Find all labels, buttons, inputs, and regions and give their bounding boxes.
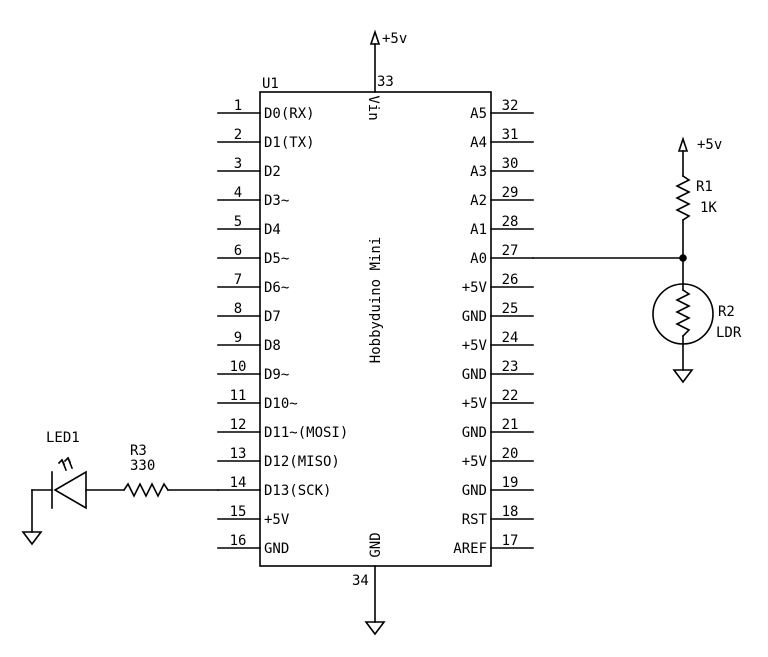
right-pin-number: 28	[502, 214, 519, 230]
right-pin-label: +5V	[462, 454, 488, 470]
gnd-pin-label: GND	[368, 532, 384, 557]
left-pin-label: D10~	[264, 396, 298, 412]
right-pin-number: 27	[502, 243, 519, 259]
left-pin-number: 3	[234, 156, 242, 172]
r3-ref-label: R3	[130, 443, 147, 459]
right-pin-number: 26	[502, 272, 519, 288]
r1-ref-label: R1	[696, 179, 713, 195]
vin-pin-number: 33	[377, 74, 394, 90]
left-pin-number: 10	[230, 359, 247, 375]
r1-supply-arrow-icon	[677, 136, 689, 152]
r1-value-label: 1K	[700, 200, 717, 216]
left-pin-number: 2	[234, 127, 242, 143]
left-pin-label: D3~	[264, 193, 289, 209]
left-pin-label: D8	[264, 338, 281, 354]
right-pin-label: GND	[462, 425, 487, 441]
left-pin-label: D9~	[264, 367, 289, 383]
right-pin-label: A5	[470, 106, 487, 122]
right-pin-label: A0	[470, 251, 487, 267]
right-pin-number: 18	[502, 504, 519, 520]
left-pin-number: 12	[230, 417, 247, 433]
left-pin-number: 14	[230, 475, 247, 491]
left-pin-label: D5~	[264, 251, 289, 267]
r3-resistor-icon	[122, 482, 170, 498]
led1-ground-icon	[21, 531, 43, 546]
right-pin-number: 30	[502, 156, 519, 172]
left-pin-label: +5V	[264, 512, 290, 528]
vin-supply-label: +5v	[382, 31, 407, 47]
left-pin-label: D12(MISO)	[264, 454, 340, 470]
right-pin-label: +5V	[462, 396, 488, 412]
ic-ground-icon	[364, 621, 386, 636]
left-pin-label: D1(TX)	[264, 135, 315, 151]
left-pin-number: 16	[230, 533, 247, 549]
left-pin-number: 7	[234, 272, 242, 288]
left-pin-label: D7	[264, 309, 281, 325]
right-pin-label: +5V	[462, 338, 488, 354]
right-pin-number: 20	[502, 446, 519, 462]
vin-supply-arrow-icon	[369, 29, 381, 45]
r1-supply-label: +5v	[697, 137, 722, 153]
right-pin-label: A4	[470, 135, 487, 151]
right-pin-label: A3	[470, 164, 487, 180]
right-pin-number: 22	[502, 388, 519, 404]
left-pin-label: D6~	[264, 280, 289, 296]
right-pin-label: GND	[462, 309, 487, 325]
right-pin-label: GND	[462, 367, 487, 383]
r2-value-label: LDR	[716, 325, 742, 341]
r2-ground-icon	[672, 369, 694, 384]
left-pin-label: D0(RX)	[264, 106, 315, 122]
left-pin-number: 15	[230, 504, 247, 520]
labels: U1 +5v 33 Vin GND 34 Hobbyduino Mini +5v…	[46, 31, 742, 589]
right-pin-label: GND	[462, 483, 487, 499]
right-pin-number: 24	[502, 330, 519, 346]
r2-ref-label: R2	[718, 304, 735, 320]
left-pin-number: 9	[234, 330, 242, 346]
left-pin-number: 13	[230, 446, 247, 462]
r2-ldr-resistor-icon	[675, 288, 691, 338]
ic-ref-label: U1	[262, 76, 279, 92]
left-pin-number: 1	[234, 98, 242, 114]
right-pin-label: RST	[462, 512, 488, 528]
left-pin-label: D11~(MOSI)	[264, 425, 348, 441]
r1-resistor-icon	[675, 174, 691, 222]
right-pin-label: AREF	[453, 541, 487, 557]
right-pin-number: 19	[502, 475, 519, 491]
left-pin-label: D2	[264, 164, 281, 180]
right-pin-number: 21	[502, 417, 519, 433]
right-pin-number: 31	[502, 127, 519, 143]
led1-triangle-icon	[53, 470, 87, 510]
right-pin-number: 32	[502, 98, 519, 114]
left-pin-leads	[217, 112, 261, 549]
right-pin-label: A1	[470, 222, 487, 238]
right-pin-label: A2	[470, 193, 487, 209]
left-pin-number: 6	[234, 243, 242, 259]
gnd-pin-number: 34	[352, 573, 369, 589]
led1-ref-label: LED1	[46, 430, 80, 446]
left-pin-number: 5	[234, 214, 242, 230]
right-pin-number: 25	[502, 301, 519, 317]
left-pin-number: 4	[234, 185, 242, 201]
led1-light-arrows-icon	[57, 456, 74, 472]
left-pin-label: D13(SCK)	[264, 483, 331, 499]
right-pin-number: 23	[502, 359, 519, 375]
left-pin-label: GND	[264, 541, 289, 557]
ic-name-label: Hobbyduino Mini	[368, 237, 384, 363]
left-pin-number: 11	[230, 388, 247, 404]
vin-pin-label: Vin	[365, 95, 381, 120]
left-pin-number: 8	[234, 301, 242, 317]
right-pin-label: +5V	[462, 280, 488, 296]
right-pin-number: 17	[502, 533, 519, 549]
left-pin-label: D4	[264, 222, 281, 238]
right-pin-number: 29	[502, 185, 519, 201]
r3-value-label: 330	[130, 458, 155, 474]
right-pin-leads	[490, 112, 534, 549]
